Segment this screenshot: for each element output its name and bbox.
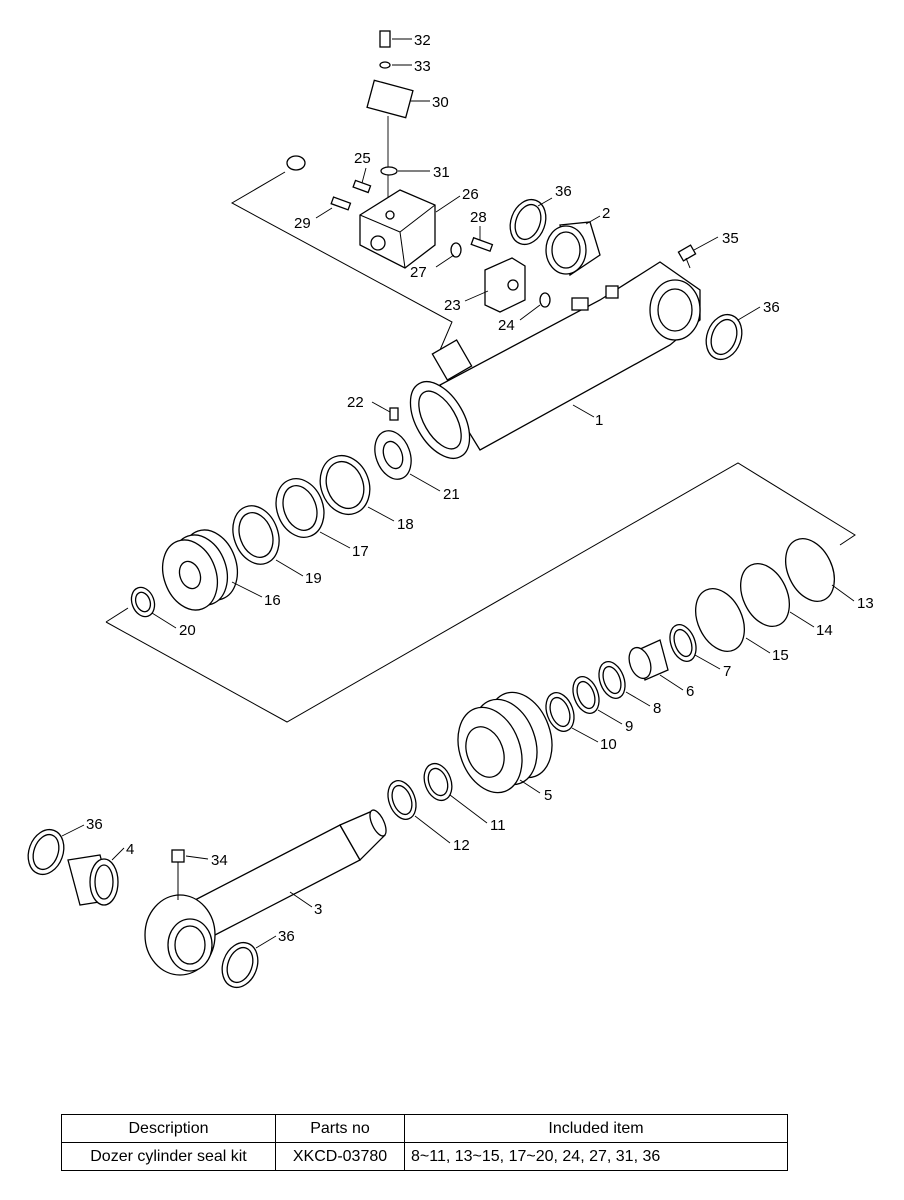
cell-description: Dozer cylinder seal kit (61, 1142, 276, 1171)
part-6-bushing (628, 639, 669, 681)
part-35-grease-nipple (677, 244, 697, 269)
callout-36-bottom: 36 (278, 928, 295, 945)
part-29-bolt (330, 196, 352, 211)
part-8-ring (598, 661, 626, 699)
callout-27: 27 (410, 264, 427, 281)
callout-10: 10 (600, 736, 617, 753)
callout-33: 33 (414, 58, 431, 75)
part-36-seal-right (705, 313, 743, 361)
part-21-nut (374, 430, 412, 480)
part-2-bushing (545, 221, 601, 277)
callout-20: 20 (179, 622, 196, 639)
callout-15: 15 (772, 647, 789, 664)
part-9-ring (572, 676, 600, 714)
part-5-rod-cover (457, 691, 553, 794)
callout-19: 19 (305, 570, 322, 587)
callout-12: 12 (453, 837, 470, 854)
callout-4: 4 (126, 841, 134, 858)
callout-29: 29 (294, 215, 311, 232)
part-17-ring (275, 478, 325, 538)
callout-2: 2 (602, 205, 610, 222)
callout-11: 11 (490, 817, 506, 834)
part-22-set-screw (389, 407, 399, 421)
callout-26: 26 (462, 186, 479, 203)
callout-32: 32 (414, 32, 431, 49)
part-12-snap-ring (387, 780, 417, 820)
callout-24: 24 (498, 317, 515, 334)
part-16-piston (161, 529, 239, 611)
callout-16: 16 (264, 592, 281, 609)
part-3-piston-rod (144, 809, 387, 976)
part-14-o-ring (740, 563, 790, 627)
leader-lines (61, 38, 855, 949)
part-27-o-ring (450, 242, 462, 258)
header-parts-no: Parts no (275, 1114, 405, 1143)
part-36-seal-upper (509, 198, 547, 246)
part-31-o-ring (380, 166, 398, 176)
callout-17: 17 (352, 543, 369, 560)
callout-labels: 32 33 30 31 25 26 29 28 27 23 24 36 2 35… (86, 32, 874, 945)
part-26-valve-block (359, 189, 436, 269)
callout-23: 23 (444, 297, 461, 314)
part-13-o-ring (785, 538, 835, 602)
table-row: Dozer cylinder seal kit XKCD-03780 8~11,… (61, 1142, 788, 1171)
part-24-o-ring (539, 292, 551, 308)
callout-30: 30 (432, 94, 449, 111)
callout-9: 9 (625, 718, 633, 735)
callout-1: 1 (595, 412, 603, 429)
part-36-seal-left (27, 828, 65, 876)
part-15-o-ring (695, 588, 745, 652)
callout-36-upper: 36 (555, 183, 572, 200)
callout-7: 7 (723, 663, 731, 680)
part-18-ring (319, 454, 371, 516)
header-description: Description (61, 1114, 276, 1143)
part-25-bolt (352, 179, 372, 194)
part-20-ring (130, 586, 156, 618)
header-included-item: Included item (404, 1114, 788, 1143)
part-11-ring (423, 762, 453, 802)
part-33-washer (379, 61, 391, 69)
callout-6: 6 (686, 683, 694, 700)
part-4-bushing (67, 854, 119, 906)
callout-22: 22 (347, 394, 364, 411)
callout-13: 13 (857, 595, 874, 612)
callout-31: 31 (433, 164, 450, 181)
group-outline-lower (105, 462, 856, 723)
cell-included-item: 8~11, 13~15, 17~20, 24, 27, 31, 36 (404, 1142, 788, 1171)
callout-25: 25 (354, 150, 371, 167)
part-30-pipe (286, 79, 414, 171)
seal-kit-table: Description Parts no Included item Dozer… (61, 1114, 788, 1171)
callout-3: 3 (314, 901, 322, 918)
callout-21: 21 (443, 486, 460, 503)
cell-parts-no: XKCD-03780 (275, 1142, 405, 1171)
part-7-snap-ring (669, 624, 697, 662)
part-32-bolt (379, 30, 391, 48)
callout-36-left: 36 (86, 816, 103, 833)
callout-34: 34 (211, 852, 228, 869)
callout-8: 8 (653, 700, 661, 717)
table-header-row: Description Parts no Included item (61, 1114, 788, 1143)
part-1-cylinder-tube (409, 261, 701, 459)
part-36-seal-bottom (221, 941, 259, 989)
part-28-bolt (470, 236, 494, 253)
part-34-grease-nipple (171, 849, 185, 900)
callout-28: 28 (470, 209, 487, 226)
exploded-parts-diagram: 32 33 30 31 25 26 29 28 27 23 24 36 2 35… (27, 30, 874, 989)
callout-5: 5 (544, 787, 552, 804)
part-23-block (484, 257, 526, 313)
part-19-ring (232, 505, 280, 565)
callout-18: 18 (397, 516, 414, 533)
group-outline-upper (230, 171, 453, 351)
callout-35: 35 (722, 230, 739, 247)
callout-36-right: 36 (763, 299, 780, 316)
part-10-ring (545, 692, 575, 732)
callout-14: 14 (816, 622, 833, 639)
